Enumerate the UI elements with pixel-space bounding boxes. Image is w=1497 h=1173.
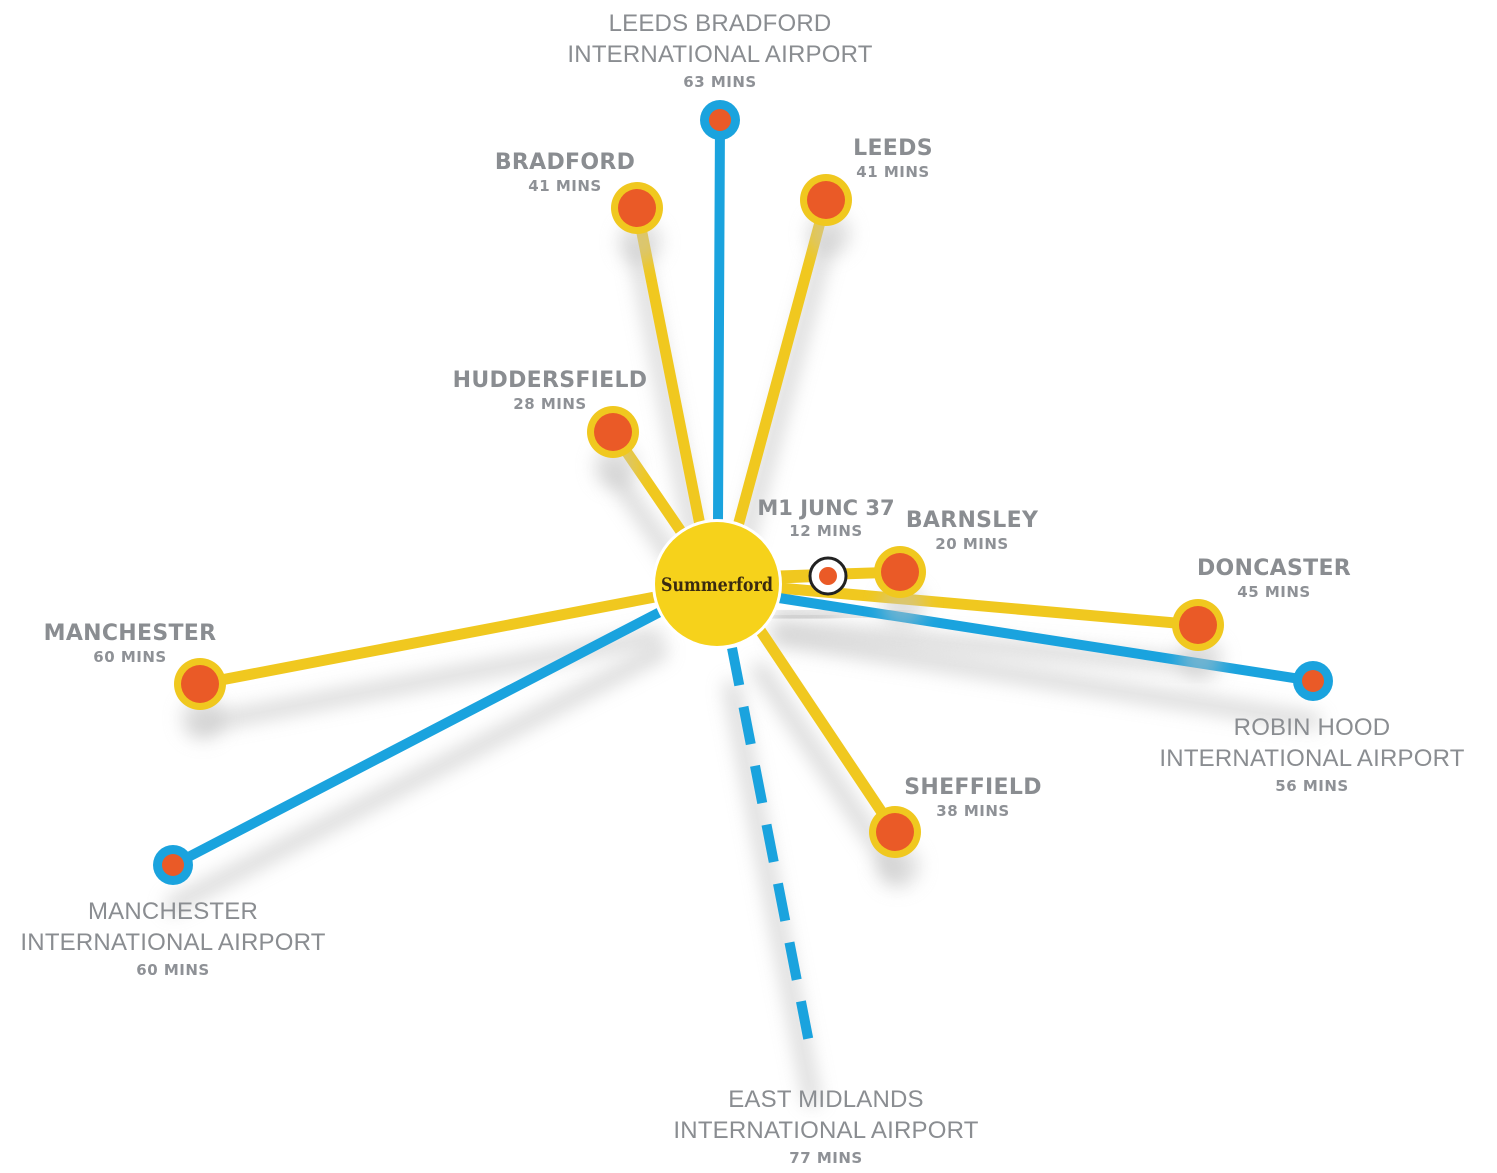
travel-time: 28 MINS [513,395,587,413]
route-line-leeds [732,194,832,532]
junction-dot-icon [819,567,837,585]
route-line-doncaster [773,582,1204,631]
city-dot-sheffield [876,813,914,851]
route-shadow-bradford [629,240,708,573]
city-dot-leeds [807,181,845,219]
destination-markers [153,100,1333,888]
destination-name: SHEFFIELD [904,775,1042,800]
route-line-sheffield [754,624,901,838]
city-dot-manchester [181,665,219,703]
travel-time: 12 MINS [789,522,863,540]
destination-name: ROBIN HOOD [1233,714,1391,741]
destination-name: INTERNATIONAL AIRPORT [1159,745,1465,772]
travel-time: 63 MINS [683,73,757,91]
route-line-robin-hood-airport [774,593,1318,686]
route-shadow-doncaster [771,620,1206,673]
travel-time: 60 MINS [93,648,167,666]
label-m1-junc-37: M1 JUNC 37 12 MINS [736,498,916,539]
route-shadow-east-midlands-airport [724,680,820,1106]
destination-name: EAST MIDLANDS [728,1086,924,1113]
hub-circle [655,522,779,646]
route-shadow-leeds [730,232,834,574]
label-barnsley: BARNSLEY 20 MINS [882,510,1062,552]
label-leeds: LEEDS 41 MINS [813,138,973,180]
route-line-manchester-airport [168,607,665,870]
destination-name: MANCHESTER [43,621,217,646]
airport-dot-leeds-bradford-airport [709,109,731,131]
hub-logo-text: Summerford [661,574,773,596]
city-dot-huddersfield [594,413,632,451]
travel-time: 77 MINS [789,1149,863,1167]
destination-name: BARNSLEY [905,508,1039,533]
label-leeds-bradford-airport: LEEDS BRADFORD INTERNATIONAL AIRPORT 63 MI… [550,8,890,90]
route-line-manchester [194,591,661,690]
label-bradford: BRADFORD 41 MINS [465,152,665,194]
airport-dot-robin-hood-airport [1302,670,1324,692]
label-manchester-airport: MANCHESTER INTERNATIONAL AIRPORT 60 MINS [8,896,338,978]
destination-name: MANCHESTER [87,898,258,925]
label-huddersfield: HUDDERSFIELD 28 MINS [440,370,660,412]
destination-name: DONCASTER [1196,556,1352,581]
destination-name: M1 JUNC 37 [757,496,895,520]
label-east-midlands-airport: EAST MIDLANDS INTERNATIONAL AIRPORT 77 MIN… [661,1084,991,1166]
travel-time: 20 MINS [935,535,1009,553]
destination-name: INTERNATIONAL AIRPORT [567,41,873,68]
label-sheffield: SHEFFIELD 38 MINS [883,777,1063,819]
label-manchester: MANCHESTER 60 MINS [30,623,230,665]
destination-name: INTERNATIONAL AIRPORT [20,929,326,956]
destination-name: BRADFORD [494,150,636,175]
route-shadow-robin-hood-airport [771,630,1321,729]
route-line-east-midlands-airport [727,647,817,1059]
travel-time: 60 MINS [136,961,210,979]
travel-time: 41 MINS [528,177,602,195]
destination-name: HUDDERSFIELD [452,368,648,393]
city-dot-doncaster [1179,606,1217,644]
travel-time: 56 MINS [1275,777,1349,795]
travel-time: 45 MINS [1237,583,1311,601]
route-shadow-manchester-airport [165,644,668,913]
destination-name: LEEDS [853,136,933,161]
route-line-leeds-bradford-airport [713,115,725,527]
label-robin-hood-airport: ROBIN HOOD INTERNATIONAL AIRPORT 56 MINS [1147,712,1477,794]
city-dot-bradford [618,189,656,227]
airport-dot-manchester-airport [162,854,184,876]
destination-name: INTERNATIONAL AIRPORT [673,1117,979,1144]
destination-name: LEEDS BRADFORD [608,10,832,37]
travel-time: 41 MINS [856,163,930,181]
travel-time: 38 MINS [936,802,1010,820]
hub: Summerford [652,519,782,649]
label-doncaster: DONCASTER 45 MINS [1174,558,1374,600]
city-dot-barnsley [881,553,919,591]
